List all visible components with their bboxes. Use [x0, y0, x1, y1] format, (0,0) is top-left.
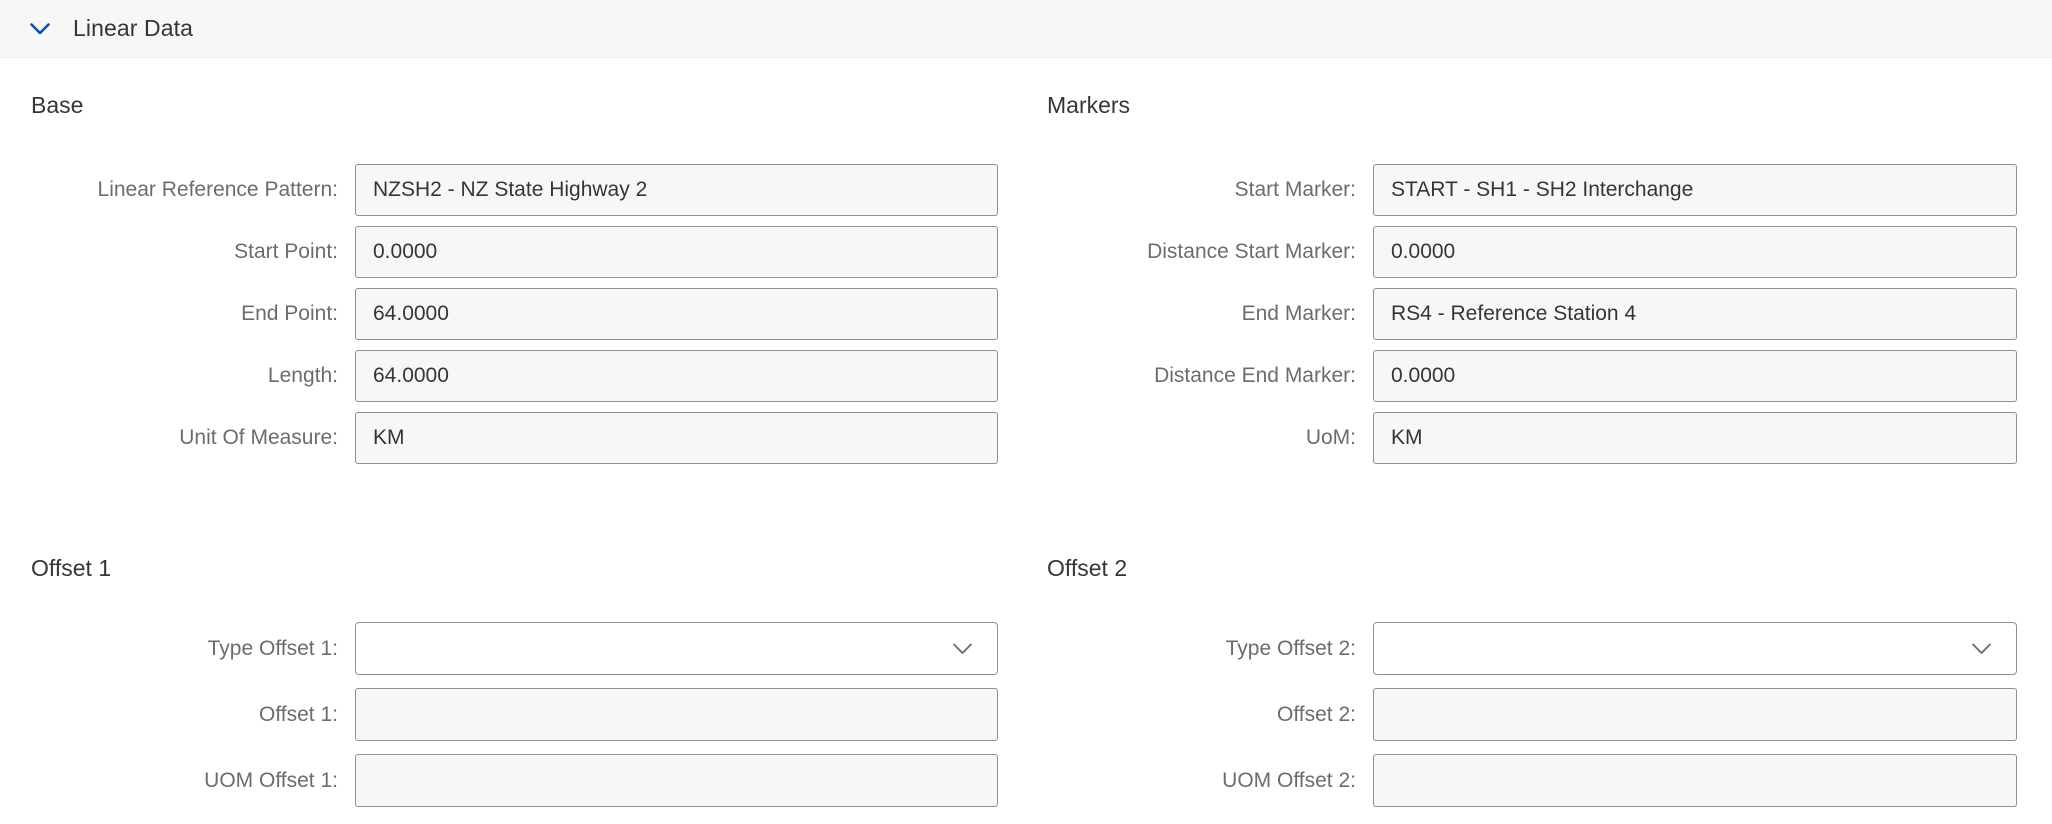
form-row-unit-of-measure: Unit Of Measure: KM: [0, 412, 1026, 464]
form-row-uom-offset-1: UOM Offset 1:: [0, 754, 1026, 807]
label-start-marker: Start Marker:: [1234, 178, 1356, 201]
label-linear-reference-pattern: Linear Reference Pattern:: [97, 178, 338, 201]
input-uom: KM: [1373, 412, 2017, 464]
dropdown-type-offset-2[interactable]: [1373, 622, 2017, 675]
section-offset-2: Offset 2 Type Offset 2: Offset 2:: [1026, 474, 2052, 820]
value-uom: KM: [1391, 426, 1423, 449]
input-offset-2: [1373, 688, 2017, 741]
value-end-marker: RS4 - Reference Station 4: [1391, 302, 1637, 325]
value-start-point: 0.0000: [373, 240, 438, 263]
form-row-type-offset-1: Type Offset 1:: [0, 622, 1026, 675]
value-linear-reference-pattern: NZSH2 - NZ State Highway 2: [373, 178, 648, 201]
label-distance-end-marker: Distance End Marker:: [1154, 364, 1356, 387]
form-row-uom: UoM: KM: [1026, 412, 2052, 464]
panel-title: Linear Data: [73, 15, 194, 41]
section-offset-1: Offset 1 Type Offset 1: Offset 1:: [0, 474, 1026, 820]
form-row-distance-end-marker: Distance End Marker: 0.0000: [1026, 350, 2052, 402]
label-offset-1: Offset 1:: [259, 702, 338, 726]
form-row-linear-reference-pattern: Linear Reference Pattern: NZSH2 - NZ Sta…: [0, 164, 1026, 216]
input-end-marker: RS4 - Reference Station 4: [1373, 288, 2017, 340]
section-base: Base Linear Reference Pattern: NZSH2 - N…: [0, 90, 1026, 474]
input-uom-offset-1: [355, 754, 998, 807]
value-distance-end-marker: 0.0000: [1391, 364, 1456, 387]
label-uom-offset-1: UOM Offset 1:: [204, 768, 338, 792]
label-end-marker: End Marker:: [1241, 302, 1356, 325]
panel-content: Base Linear Reference Pattern: NZSH2 - N…: [0, 58, 2052, 820]
dropdown-type-offset-1[interactable]: [355, 622, 998, 675]
label-start-point: Start Point:: [234, 240, 338, 263]
panel-header-linear-data[interactable]: Linear Data: [0, 0, 2052, 58]
dropdown-chevron-icon[interactable]: [952, 643, 973, 655]
form-row-distance-start-marker: Distance Start Marker: 0.0000: [1026, 226, 2052, 278]
input-start-marker: START - SH1 - SH2 Interchange: [1373, 164, 2017, 216]
form-row-start-point: Start Point: 0.0000: [0, 226, 1026, 278]
label-unit-of-measure: Unit Of Measure:: [179, 426, 338, 449]
label-distance-start-marker: Distance Start Marker:: [1147, 240, 1356, 263]
input-end-point: 64.0000: [355, 288, 998, 340]
dropdown-chevron-icon[interactable]: [1971, 643, 1992, 655]
label-uom-offset-2: UOM Offset 2:: [1222, 768, 1356, 792]
value-end-point: 64.0000: [373, 302, 449, 325]
input-offset-1: [355, 688, 998, 741]
label-type-offset-2: Type Offset 2:: [1225, 636, 1356, 660]
value-unit-of-measure: KM: [373, 426, 405, 449]
form-row-end-marker: End Marker: RS4 - Reference Station 4: [1026, 288, 2052, 340]
section-markers: Markers Start Marker: START - SH1 - SH2 …: [1026, 90, 2052, 474]
value-length: 64.0000: [373, 364, 449, 387]
label-end-point: End Point:: [241, 302, 338, 325]
form-row-end-point: End Point: 64.0000: [0, 288, 1026, 340]
form-row-length: Length: 64.0000: [0, 350, 1026, 402]
label-length: Length:: [267, 364, 338, 387]
input-unit-of-measure: KM: [355, 412, 998, 464]
value-distance-start-marker: 0.0000: [1391, 240, 1456, 263]
label-type-offset-1: Type Offset 1:: [207, 636, 338, 660]
input-distance-end-marker: 0.0000: [1373, 350, 2017, 402]
value-start-marker: START - SH1 - SH2 Interchange: [1391, 178, 1694, 201]
input-distance-start-marker: 0.0000: [1373, 226, 2017, 278]
section-heading-offset-1: Offset 1: [31, 555, 112, 581]
form-row-type-offset-2: Type Offset 2:: [1026, 622, 2052, 675]
input-length: 64.0000: [355, 350, 998, 402]
section-heading-offset-2: Offset 2: [1047, 555, 1128, 581]
label-uom: UoM:: [1305, 426, 1356, 449]
label-offset-2: Offset 2:: [1277, 702, 1356, 726]
form-row-offset-1: Offset 1:: [0, 688, 1026, 741]
input-linear-reference-pattern: NZSH2 - NZ State Highway 2: [355, 164, 998, 216]
section-heading-base: Base: [31, 92, 84, 118]
collapse-chevron-icon[interactable]: [29, 22, 51, 36]
input-uom-offset-2: [1373, 754, 2017, 807]
form-row-offset-2: Offset 2:: [1026, 688, 2052, 741]
input-start-point: 0.0000: [355, 226, 998, 278]
form-row-start-marker: Start Marker: START - SH1 - SH2 Intercha…: [1026, 164, 2052, 216]
section-heading-markers: Markers: [1047, 92, 1131, 118]
form-row-uom-offset-2: UOM Offset 2:: [1026, 754, 2052, 807]
